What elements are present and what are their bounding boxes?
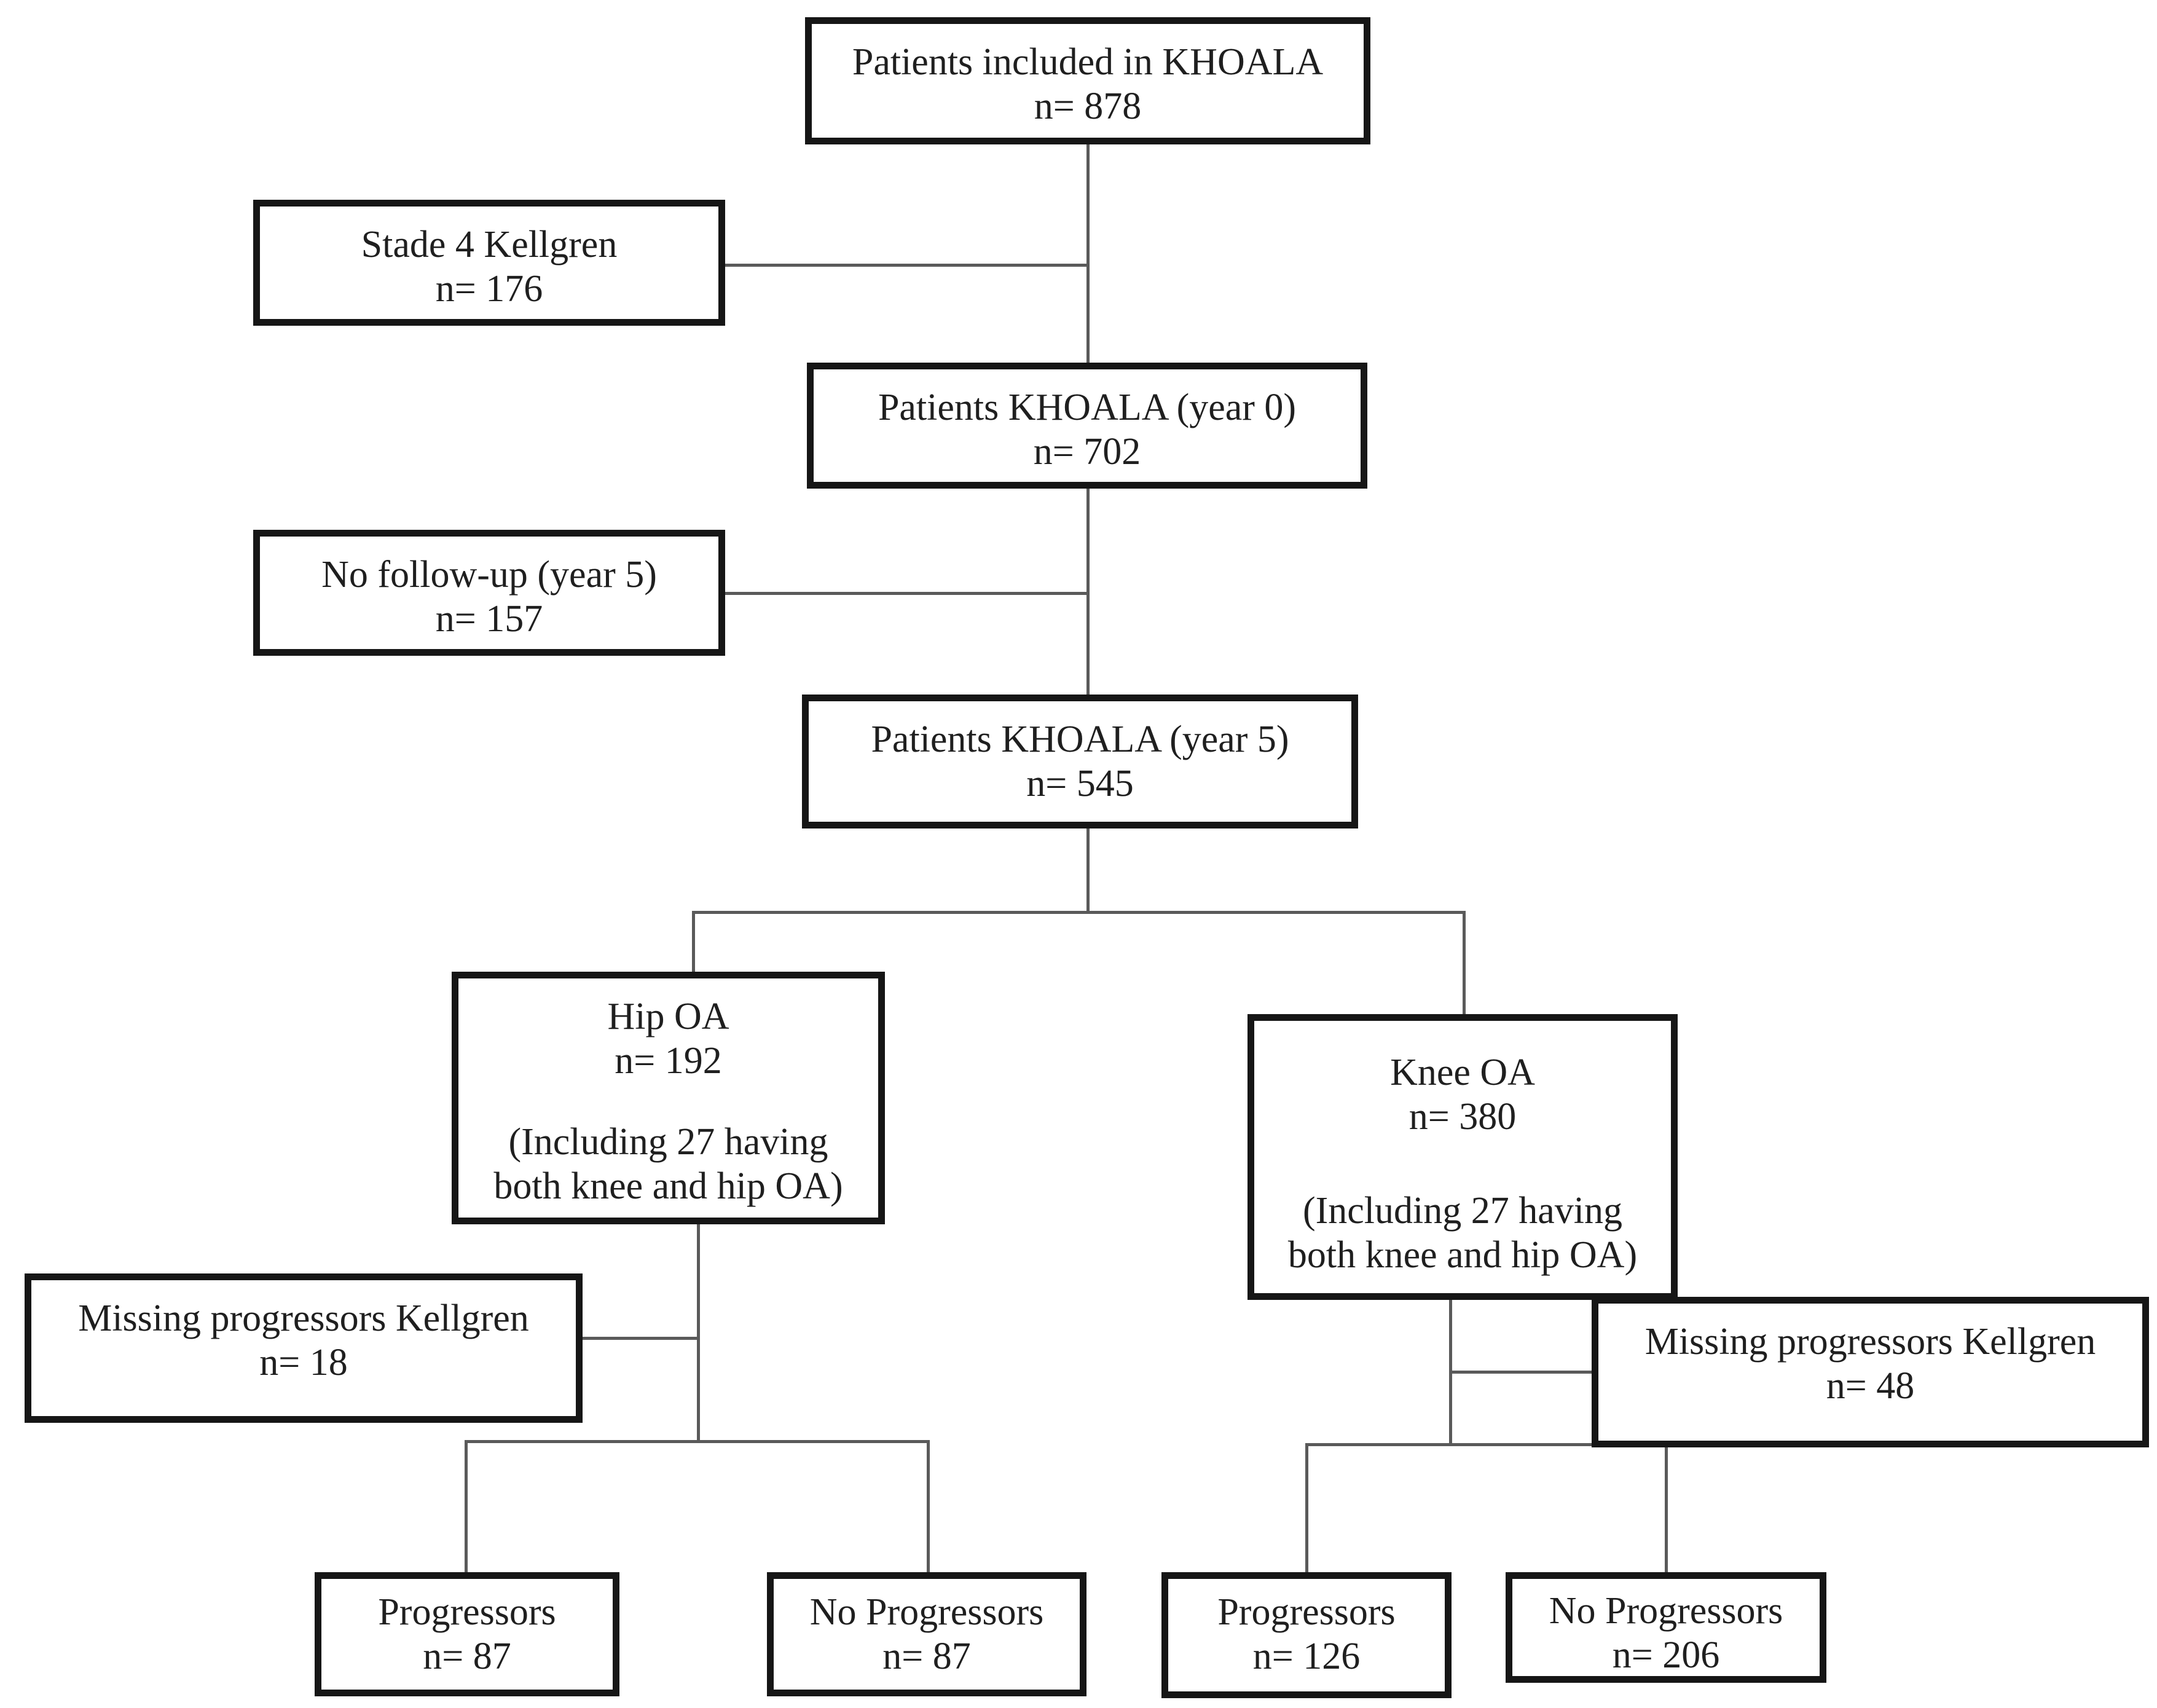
node-knee-oa: Knee OA n= 380 (Including 27 having both… bbox=[1247, 1014, 1678, 1300]
node-label: Hip OA bbox=[607, 996, 729, 1037]
node-knee-no-progressors: No Progressors n= 206 bbox=[1506, 1572, 1826, 1683]
node-patients-year0: Patients KHOALA (year 0) n= 702 bbox=[807, 363, 1367, 489]
node-count: n= 192 bbox=[615, 1040, 722, 1082]
node-note: (Including 27 having bbox=[1302, 1190, 1622, 1232]
node-label: Patients KHOALA (year 5) bbox=[871, 718, 1289, 760]
node-hip-oa: Hip OA n= 192 (Including 27 having both … bbox=[452, 972, 885, 1224]
connector-split-bar-hip-knee bbox=[692, 911, 1466, 914]
node-missing-progressors-hip: Missing progressors Kellgren n= 18 bbox=[25, 1273, 583, 1423]
node-label: Patients included in KHOALA bbox=[852, 41, 1324, 83]
node-knee-progressors: Progressors n= 126 bbox=[1161, 1572, 1452, 1698]
node-label: Knee OA bbox=[1390, 1052, 1535, 1093]
connector-down-to-knee bbox=[1463, 911, 1466, 1017]
node-count: n= 126 bbox=[1252, 1635, 1361, 1677]
node-note: both knee and hip OA) bbox=[493, 1165, 843, 1207]
connector-hip-split-bar bbox=[465, 1440, 930, 1443]
node-patients-included: Patients included in KHOALA n= 878 bbox=[805, 17, 1370, 144]
connector-missing-knee-branch bbox=[1449, 1371, 1593, 1374]
connector-included-to-year0 bbox=[1086, 144, 1090, 366]
node-count: n= 702 bbox=[1033, 431, 1141, 473]
node-count: n= 545 bbox=[1026, 763, 1134, 805]
node-count: n= 380 bbox=[1409, 1096, 1517, 1138]
node-count: n= 157 bbox=[435, 598, 543, 640]
node-note: both knee and hip OA) bbox=[1287, 1234, 1638, 1276]
node-count: n= 87 bbox=[423, 1635, 511, 1677]
connector-year5-down bbox=[1086, 828, 1090, 914]
node-count: n= 878 bbox=[1034, 85, 1142, 127]
node-note: (Including 27 having bbox=[508, 1121, 828, 1163]
connector-down-to-knee-no-progressors bbox=[1665, 1443, 1668, 1574]
connector-knee-split-bar bbox=[1305, 1443, 1668, 1446]
node-no-followup: No follow-up (year 5) n= 157 bbox=[253, 530, 725, 656]
node-count: n= 48 bbox=[1826, 1365, 1915, 1407]
node-hip-no-progressors: No Progressors n= 87 bbox=[767, 1572, 1086, 1696]
node-label: Progressors bbox=[1217, 1591, 1396, 1633]
node-label: No Progressors bbox=[1549, 1590, 1783, 1632]
connector-missing-hip-branch bbox=[581, 1337, 698, 1340]
node-count: n= 176 bbox=[435, 268, 543, 310]
node-label: Stade 4 Kellgren bbox=[361, 224, 618, 266]
node-label: No follow-up (year 5) bbox=[321, 554, 657, 596]
node-count: n= 206 bbox=[1612, 1634, 1720, 1676]
node-hip-progressors: Progressors n= 87 bbox=[315, 1572, 619, 1696]
node-missing-progressors-knee: Missing progressors Kellgren n= 48 bbox=[1592, 1297, 2149, 1447]
node-count: n= 18 bbox=[259, 1342, 348, 1383]
node-count: n= 87 bbox=[882, 1635, 971, 1677]
connector-stade4-branch bbox=[725, 264, 1089, 267]
connector-down-to-knee-progressors bbox=[1305, 1443, 1308, 1574]
connector-hip-down bbox=[697, 1223, 700, 1443]
connector-down-to-hip bbox=[692, 911, 695, 975]
node-label: Missing progressors Kellgren bbox=[1644, 1321, 2096, 1363]
node-label: No Progressors bbox=[809, 1591, 1044, 1633]
node-label: Progressors bbox=[378, 1591, 556, 1633]
node-label: Patients KHOALA (year 0) bbox=[878, 387, 1297, 428]
node-stade4-kellgren: Stade 4 Kellgren n= 176 bbox=[253, 200, 725, 326]
connector-down-to-hip-progressors bbox=[465, 1440, 468, 1574]
connector-down-to-hip-no-progressors bbox=[927, 1440, 930, 1574]
node-label: Missing progressors Kellgren bbox=[78, 1297, 529, 1339]
node-patients-year5: Patients KHOALA (year 5) n= 545 bbox=[802, 695, 1358, 828]
connector-no-followup-branch bbox=[725, 592, 1089, 595]
